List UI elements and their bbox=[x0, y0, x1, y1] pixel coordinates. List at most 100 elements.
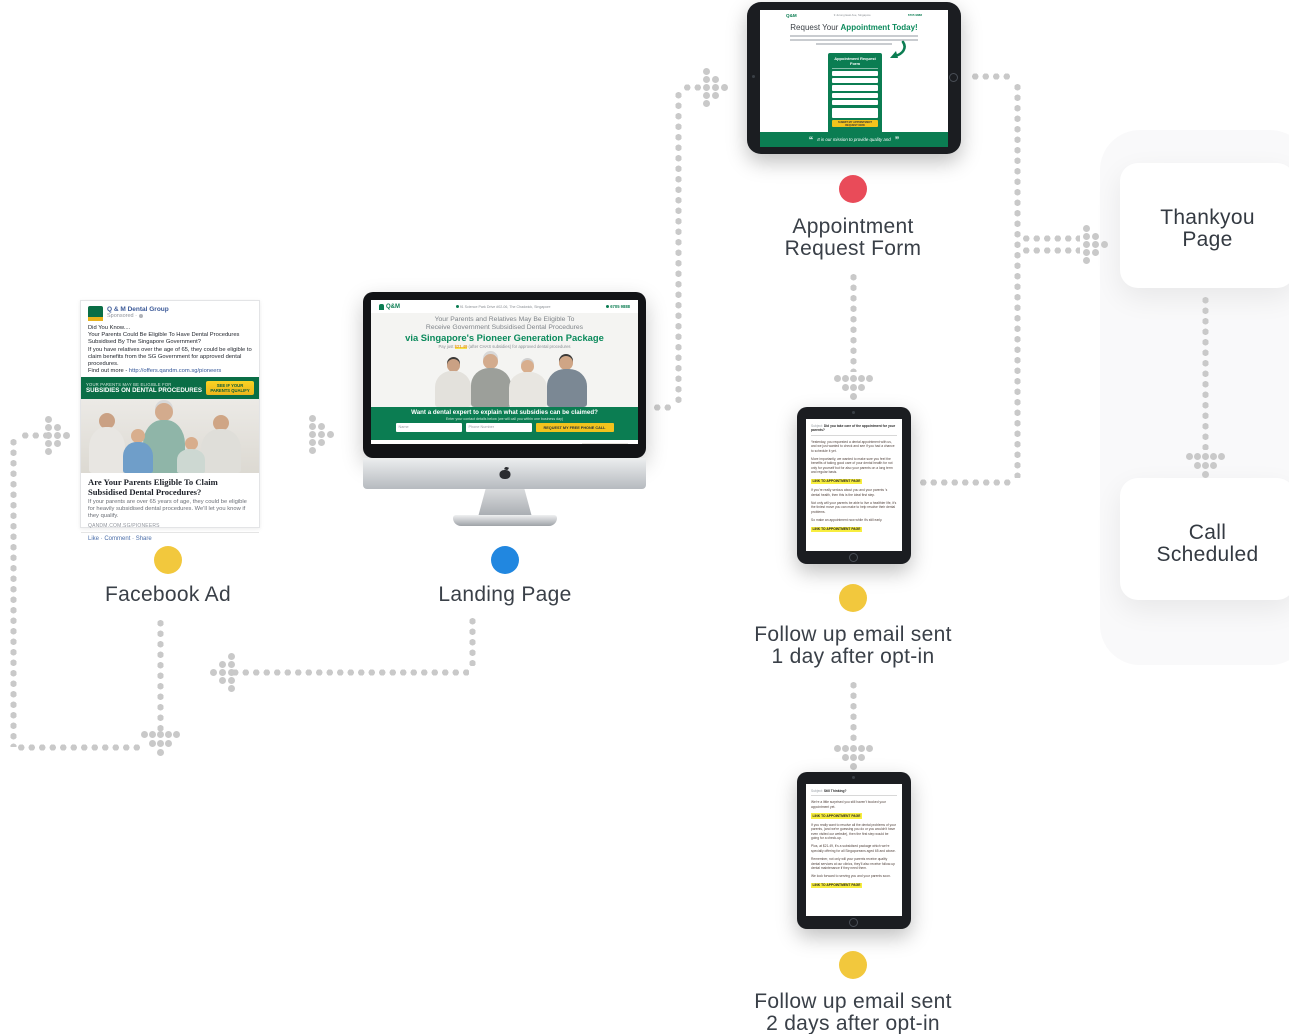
connector-landing-up-start bbox=[652, 403, 675, 411]
person-body bbox=[201, 429, 241, 474]
facebook-ad-body: Did You Know.... Your Parents Could Be E… bbox=[81, 323, 259, 377]
form-textarea[interactable] bbox=[832, 107, 878, 118]
arrow-into-appointment-form bbox=[720, 83, 728, 91]
ad-description: If your parents are over 65 years of age… bbox=[88, 499, 247, 520]
email1-node-dot bbox=[839, 584, 867, 612]
cta-subheading: Enter your contact details below (we wil… bbox=[445, 416, 564, 421]
email1-subject: Subject: Did you take care of the appoin… bbox=[811, 424, 897, 436]
did-you-know-image bbox=[582, 443, 628, 444]
person-head bbox=[155, 403, 173, 422]
connector-email1-to-email2 bbox=[849, 680, 857, 744]
email2-screenshot: Subject: Still Thinking? We're a little … bbox=[806, 784, 902, 916]
arrow-into-call-scheduled bbox=[1201, 470, 1209, 478]
ad-headline[interactable]: Are Your Parents Eligible To Claim Subsi… bbox=[88, 477, 218, 498]
email2-appointment-link[interactable]: LINK TO APPOINTMENT PAGE bbox=[811, 813, 862, 819]
landing-page-node-dot bbox=[491, 546, 519, 574]
appointment-logo: Q&M bbox=[786, 12, 797, 18]
person-head bbox=[185, 437, 198, 451]
person-head bbox=[447, 359, 460, 372]
person-body bbox=[435, 371, 471, 407]
form-field[interactable] bbox=[832, 92, 878, 98]
appointment-request-form: Appointment Request Form SUBMIT MY APPOI… bbox=[828, 53, 882, 134]
email2-appointment-link[interactable]: LINK TO APPOINTMENT PAGE bbox=[811, 882, 862, 889]
ad-display-url: QANDM.COM.SG/PIONEERS bbox=[88, 523, 160, 530]
email2-paragraph: Remember, not only will your parents rec… bbox=[811, 857, 896, 871]
open-quote-icon: “ bbox=[808, 134, 814, 145]
email1-tablet-device: Subject: Did you take care of the appoin… bbox=[797, 407, 911, 564]
form-field[interactable] bbox=[832, 78, 878, 84]
imac-device: Q&M 91 Science Park Drive #02-06, The Ch… bbox=[363, 292, 646, 458]
hero-heading-line3: via Singapore's Pioneer Generation Packa… bbox=[405, 332, 604, 343]
connector-landing-loop-vertical bbox=[468, 616, 476, 666]
email2-paragraph: Plus, at $21.49, it's a subsidised packa… bbox=[811, 844, 896, 853]
tablet-home-button[interactable] bbox=[849, 552, 858, 562]
name-field[interactable]: Name bbox=[395, 423, 462, 432]
qm-logo-icon bbox=[88, 306, 103, 321]
landing-phone: 6705 9888 bbox=[606, 304, 630, 309]
ad-body-line3: If you have relatives over the age of 65… bbox=[88, 346, 252, 368]
did-you-know-heading: DID YOU KNOW? bbox=[397, 443, 628, 444]
like-button[interactable]: Like bbox=[88, 536, 100, 543]
form-field[interactable] bbox=[832, 70, 878, 76]
form-field[interactable] bbox=[832, 100, 878, 106]
comment-button[interactable]: · Comment bbox=[100, 536, 131, 543]
connector-facebook-down-vertical bbox=[156, 618, 164, 736]
hero-subline: Pay just $21.49 (after CHAS subsidies) f… bbox=[438, 344, 571, 349]
email1-paragraph: If you're really serious about you and y… bbox=[811, 488, 888, 497]
tooth-icon bbox=[379, 303, 384, 310]
form-submit-button[interactable]: SUBMIT MY APPOINTMENT REQUEST NOW bbox=[832, 120, 878, 128]
sponsored-label: Sponsored · bbox=[107, 313, 169, 320]
curved-arrow-icon bbox=[886, 40, 908, 67]
arrow-landing-loop-left bbox=[209, 668, 217, 676]
tablet-home-button[interactable] bbox=[849, 917, 858, 927]
connector-to-thankyou-bottom bbox=[1021, 246, 1080, 254]
person-head bbox=[521, 360, 534, 373]
email1-paragraph: More importantly, we wanted to make sure… bbox=[811, 457, 893, 475]
connector-form-right bbox=[970, 72, 1014, 80]
person-body bbox=[547, 369, 587, 407]
banner-line1: YOUR PARENTS MAY BE ELIGIBLE FOR bbox=[86, 382, 172, 388]
landing-logo: Q&M bbox=[379, 303, 400, 310]
person-body bbox=[123, 442, 153, 474]
email1-appointment-link[interactable]: LINK TO APPOINTMENT PAGE bbox=[811, 526, 862, 533]
facebook-page-name[interactable]: Q & M Dental Group bbox=[107, 306, 169, 313]
connector-into-email1 bbox=[918, 478, 1014, 486]
tablet-camera bbox=[852, 411, 855, 414]
ad-link[interactable]: http://offers.qandm.com.sg/pioneers bbox=[128, 368, 222, 375]
person-head bbox=[213, 415, 229, 432]
form-field[interactable] bbox=[832, 85, 878, 91]
request-call-button[interactable]: REQUEST MY FREE PHONE CALL bbox=[535, 423, 614, 432]
call-scheduled-label-line1: Call bbox=[1188, 521, 1227, 544]
phone-field[interactable]: Phone Number bbox=[465, 423, 532, 432]
appointment-label: Appointment Request Form bbox=[784, 215, 922, 260]
email1-appointment-link[interactable]: LINK TO APPOINTMENT PAGE bbox=[811, 478, 862, 485]
connector-thankyou-to-call bbox=[1201, 295, 1209, 450]
connector-form-right-vertical bbox=[1013, 82, 1021, 478]
email2-tablet-device: Subject: Still Thinking? We're a little … bbox=[797, 772, 911, 929]
phone-icon bbox=[606, 305, 610, 309]
person-body bbox=[177, 449, 205, 474]
globe-icon bbox=[138, 313, 143, 318]
landing-header: Q&M 91 Science Park Drive #02-06, The Ch… bbox=[371, 300, 638, 313]
email2-node-dot bbox=[839, 951, 867, 979]
banner-cta-button[interactable]: SEE IF YOUR PARENTS QUALIFY bbox=[206, 381, 254, 396]
tablet-camera bbox=[852, 776, 855, 779]
ad-body-line2: Your Parents Could Be Eligible To Have D… bbox=[88, 332, 240, 346]
appointment-address: 9 Jurong East Ave, Singapore bbox=[833, 13, 871, 17]
connector-into-facebook bbox=[20, 431, 48, 439]
arrow-facebook-to-landing bbox=[326, 430, 334, 438]
call-scheduled-label-line2: Scheduled bbox=[1156, 543, 1259, 566]
facebook-ad-header: Q & M Dental Group Sponsored · bbox=[81, 301, 259, 323]
person-body bbox=[509, 372, 547, 407]
appointment-tablet-device: Q&M 9 Jurong East Ave, Singapore 6705 98… bbox=[747, 2, 961, 154]
tablet-home-button[interactable] bbox=[949, 73, 958, 82]
apple-logo-icon bbox=[499, 467, 510, 479]
share-button[interactable]: · Share bbox=[132, 536, 152, 543]
arrow-into-thankyou-page bbox=[1100, 240, 1108, 248]
connector-to-thankyou-top bbox=[1021, 234, 1080, 242]
person-head bbox=[131, 429, 145, 444]
email2-paragraph: We're a little surprised you still haven… bbox=[811, 800, 886, 809]
email1-paragraph: Yesterday, you requested a dental appoin… bbox=[811, 439, 895, 453]
landing-page-label: Landing Page bbox=[438, 583, 572, 606]
